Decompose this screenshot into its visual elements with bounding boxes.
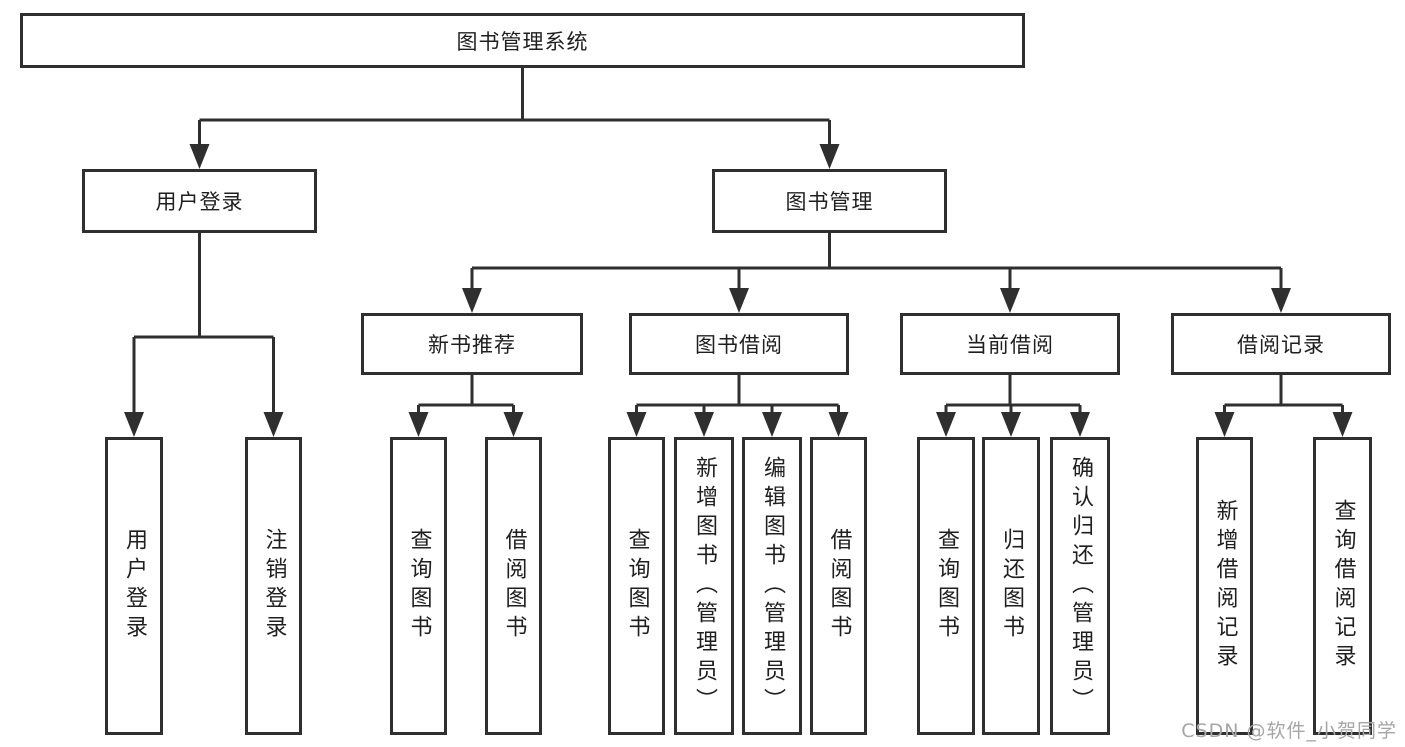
arrowhead: [819, 144, 840, 169]
arrowhead: [1332, 412, 1353, 437]
csdn-watermark: CSDN @软件_小贺同学: [1181, 720, 1397, 742]
node-book-management: 图书管理: [712, 169, 947, 233]
node-current-borrowing: 当前借阅: [900, 313, 1120, 375]
node-query-books-current: 查询图书: [917, 437, 975, 735]
node-root-library-system: 图书管理系统: [20, 13, 1025, 68]
node-logout-action: 注销登录: [245, 437, 302, 735]
arrowhead: [1271, 288, 1291, 313]
arrowhead: [1214, 412, 1235, 437]
node-add-books-admin: 新增图书（管理员）: [674, 437, 734, 735]
node-add-borrow-record: 新增借阅记录: [1196, 437, 1253, 735]
tree-edges: [132, 68, 1344, 416]
arrowhead: [936, 412, 956, 437]
node-borrow-books-recommend: 借阅图书: [485, 437, 542, 735]
arrowhead: [124, 412, 144, 437]
node-confirm-return-admin: 确认归还（管理员）: [1050, 437, 1110, 735]
node-book-borrowing: 图书借阅: [629, 313, 849, 375]
node-query-borrow-record: 查询借阅记录: [1313, 437, 1372, 735]
node-query-books-borrow: 查询图书: [608, 437, 665, 735]
arrowhead: [189, 144, 210, 169]
arrowhead: [408, 412, 429, 437]
arrowhead: [263, 412, 284, 437]
node-borrow-books-action: 借阅图书: [810, 437, 867, 735]
node-user-login-action: 用户登录: [105, 437, 163, 735]
node-user-login: 用户登录: [82, 169, 317, 233]
node-query-books-recommend: 查询图书: [390, 437, 447, 735]
node-new-book-recommend: 新书推荐: [361, 313, 583, 375]
arrowhead: [1001, 412, 1021, 437]
arrowhead: [762, 412, 782, 437]
arrowhead: [729, 288, 749, 313]
node-edit-books-admin: 编辑图书（管理员）: [742, 437, 802, 735]
node-return-books: 归还图书: [982, 437, 1040, 735]
node-borrowing-records: 借阅记录: [1171, 313, 1391, 375]
arrowhead: [462, 288, 482, 313]
arrowhead: [1000, 288, 1020, 313]
arrowhead: [694, 412, 714, 437]
arrowhead: [1070, 412, 1090, 437]
arrowhead: [626, 412, 647, 437]
arrowhead: [828, 412, 849, 437]
arrowhead: [503, 412, 524, 437]
